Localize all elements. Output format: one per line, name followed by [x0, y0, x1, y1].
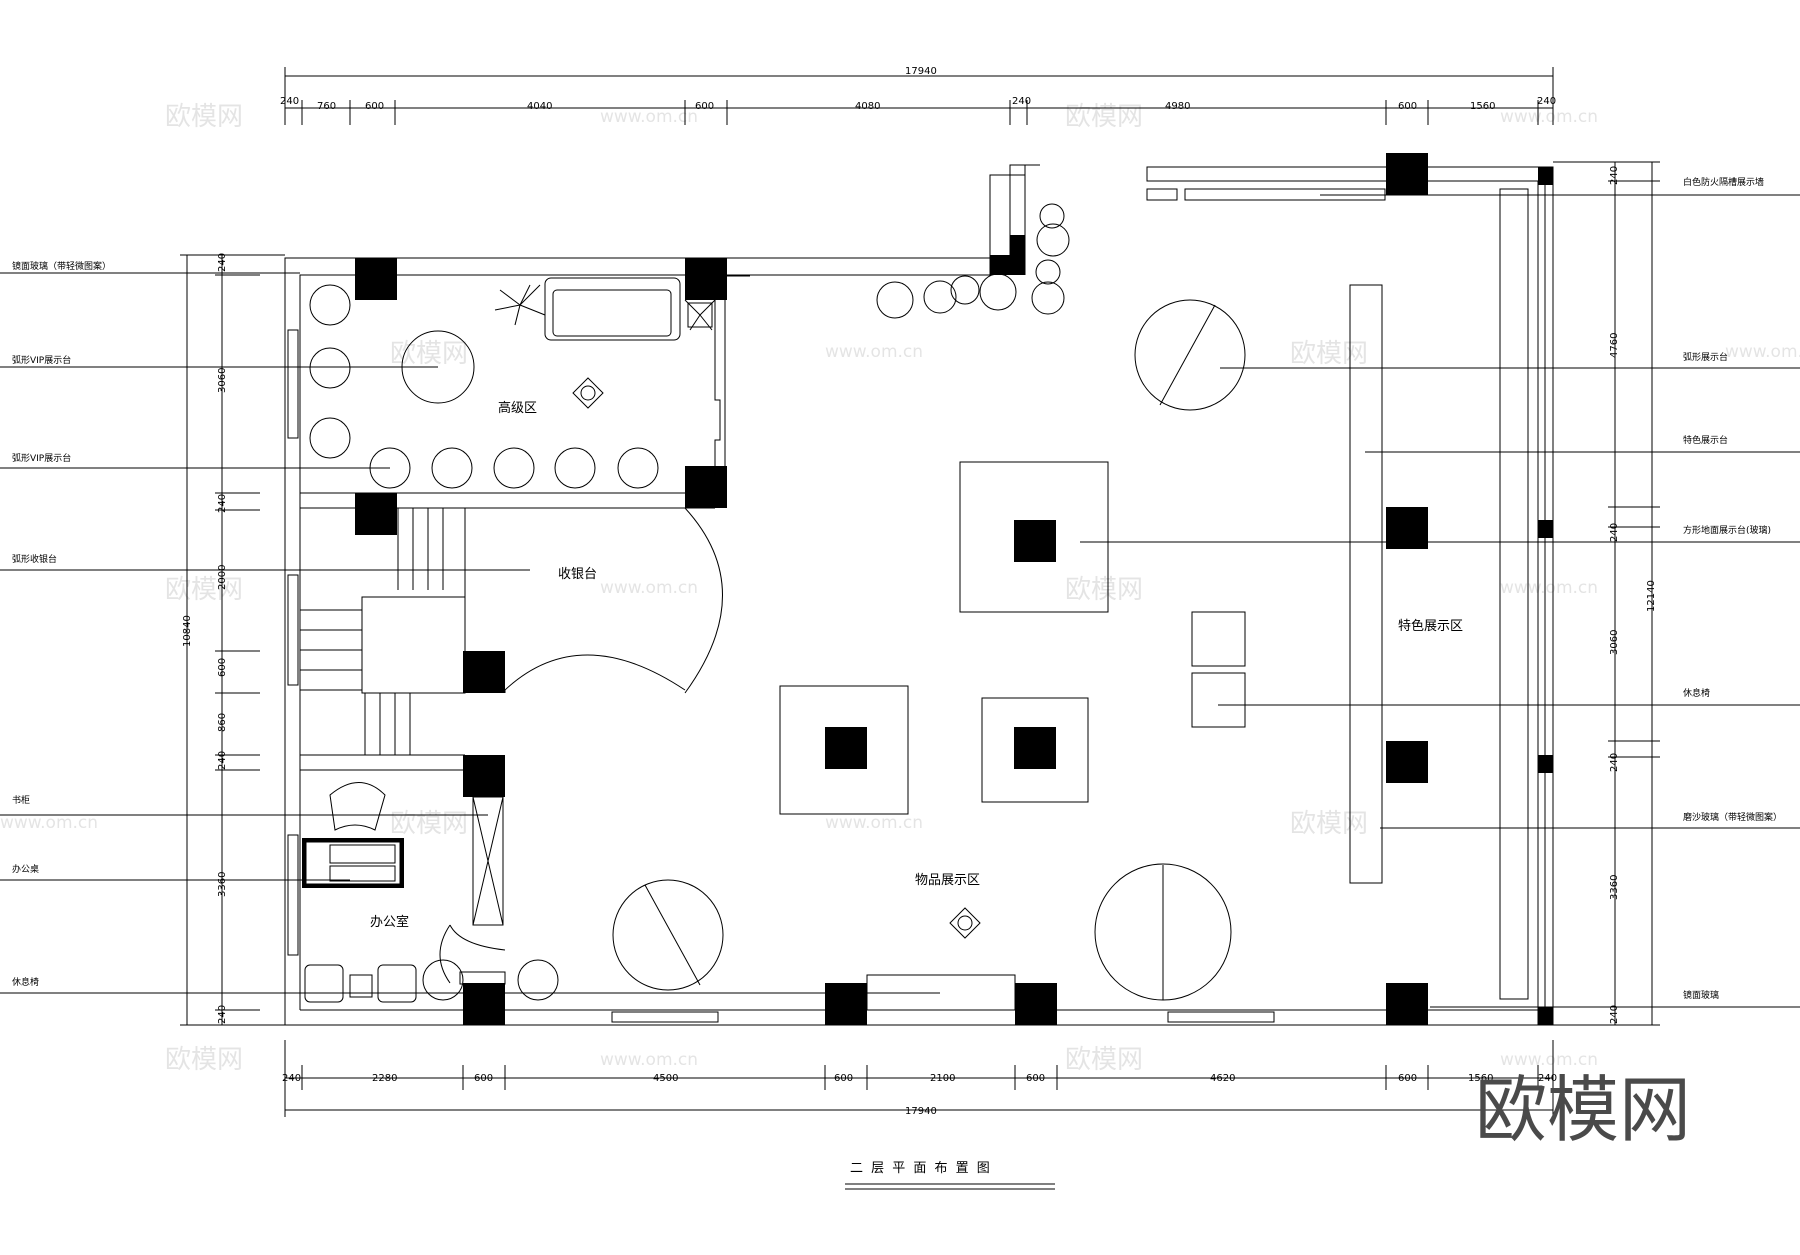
dimension-label: 3060 [1609, 630, 1620, 655]
watermark-url: www.om.cn [825, 813, 923, 833]
dimension-label: 240 [217, 751, 228, 770]
dimension-bottom: 240 2280 600 4500 600 2100 600 4620 600 … [282, 1040, 1557, 1117]
watermark-text: 欧模网 [1065, 575, 1143, 605]
watermark-text: 欧模网 [165, 102, 243, 132]
dimension-overall-right: 12140 [1646, 580, 1657, 612]
watermark-text: 欧模网 [1065, 1045, 1143, 1075]
structural-columns [355, 153, 1553, 1025]
dimension-overall-top: 17940 [905, 66, 937, 77]
dimension-label: 860 [217, 713, 228, 732]
dimension-label: 240 [217, 494, 228, 513]
dimension-label: 4980 [1165, 101, 1190, 112]
dimension-label: 4500 [653, 1073, 678, 1084]
dimension-label: 240 [282, 1073, 301, 1084]
watermark-url: www.om.cn [825, 342, 923, 362]
annotation-left: 弧形VIP展示台 [12, 354, 71, 366]
room-label-feature: 特色展示区 [1398, 618, 1463, 634]
watermark-text: 欧模网 [1290, 339, 1368, 369]
dimension-label: 240 [1609, 523, 1620, 542]
watermark-url: www.om.cn [1500, 1050, 1598, 1070]
watermark-text: 欧模网 [390, 809, 468, 839]
dimension-label: 240 [217, 253, 228, 272]
room-label-office: 办公室 [370, 914, 409, 930]
annotation-right: 休息椅 [1683, 687, 1710, 699]
watermark-url: www.om.cn [600, 1050, 698, 1070]
goods-display-furniture [612, 203, 1383, 1011]
annotation-left: 弧形收银台 [12, 553, 57, 565]
watermark-url: www.om.cn [600, 107, 698, 127]
annotation-left: 休息椅 [12, 976, 39, 988]
dimension-label: 600 [1026, 1073, 1045, 1084]
watermark-url: www.om.cn [0, 813, 98, 833]
watermark-url: www.om.cn [1725, 342, 1800, 362]
annotation-right: 磨沙玻璃（带轻微图案） [1683, 811, 1782, 823]
watermark-url: www.om.cn [1500, 107, 1598, 127]
dimension-label: 600 [217, 658, 228, 677]
dimension-label: 4080 [855, 101, 880, 112]
dimension-label: 2280 [372, 1073, 397, 1084]
dimension-overall-bottom: 17940 [905, 1106, 937, 1117]
walls [284, 164, 1554, 1026]
dimension-label: 4620 [1210, 1073, 1235, 1084]
annotation-left: 办公桌 [12, 863, 39, 875]
dimension-top: 17940 240 760 600 4040 600 4080 240 4980… [280, 66, 1556, 125]
dimension-label: 600 [365, 101, 384, 112]
dimension-label: 760 [317, 101, 336, 112]
dimension-label: 3060 [217, 368, 228, 393]
watermark-text: 欧模网 [390, 339, 468, 369]
dimension-label: 3360 [217, 872, 228, 897]
drawing-title: 二 层 平 面 布 置 图 [850, 1161, 992, 1176]
dimension-label: 240 [1537, 96, 1556, 107]
dimension-label: 600 [1398, 1073, 1417, 1084]
annotation-right: 白色防火隔槽展示墙 [1683, 176, 1764, 188]
dimension-left: 10840 240 3060 240 2000 600 860 240 3360… [180, 253, 285, 1026]
site-logo: 欧模网 [1475, 1068, 1691, 1152]
annotation-left: 书柜 [12, 794, 30, 806]
dimension-label: 600 [1398, 101, 1417, 112]
dimension-label: 3360 [1609, 875, 1620, 900]
dimension-label: 1560 [1470, 101, 1495, 112]
watermark-text: 欧模网 [1290, 809, 1368, 839]
watermark-url: www.om.cn [600, 578, 698, 598]
annotation-right: 弧形展示台 [1683, 351, 1728, 363]
dimension-label: 240 [1609, 1005, 1620, 1024]
annotation-right: 方形地面展示台(玻璃) [1683, 524, 1771, 536]
dimension-label: 240 [1609, 753, 1620, 772]
room-label-premium: 高级区 [498, 400, 537, 416]
dimension-label: 2000 [217, 565, 228, 590]
dimension-label: 240 [1609, 166, 1620, 185]
watermark-text: 欧模网 [165, 1045, 243, 1075]
leader-lines [0, 194, 1800, 1008]
room-label-goods: 物品展示区 [915, 873, 980, 888]
dimension-label: 240 [280, 96, 299, 107]
premium-area-furniture [309, 277, 716, 489]
watermark-layer: 欧模网 www.om.cn 欧模网 www.om.cn 欧模网 www.om.c… [0, 102, 1800, 1075]
dimension-label: 1560 [1468, 1073, 1493, 1084]
dimension-label: 240 [1538, 1073, 1557, 1084]
watermark-text: 欧模网 [1065, 102, 1143, 132]
annotation-right: 特色展示台 [1683, 434, 1728, 446]
watermark-text: 欧模网 [165, 575, 243, 605]
annotation-left: 弧形VIP展示台 [12, 452, 71, 464]
dimension-overall-left: 10840 [182, 615, 193, 647]
watermark-url: www.om.cn [1500, 578, 1598, 598]
dimension-label: 2100 [930, 1073, 955, 1084]
dimension-label: 240 [217, 1005, 228, 1024]
annotation-left: 镜面玻璃（带轻微图案） [12, 260, 111, 272]
cashier-area [300, 507, 723, 755]
dimension-label: 240 [1012, 96, 1031, 107]
dimension-label: 600 [474, 1073, 493, 1084]
dimension-label: 4760 [1609, 333, 1620, 358]
dimension-label: 600 [834, 1073, 853, 1084]
annotation-right: 镜面玻璃 [1683, 989, 1719, 1001]
room-label-cashier: 收银台 [558, 567, 597, 582]
dimension-label: 600 [695, 101, 714, 112]
dimension-label: 4040 [527, 101, 552, 112]
